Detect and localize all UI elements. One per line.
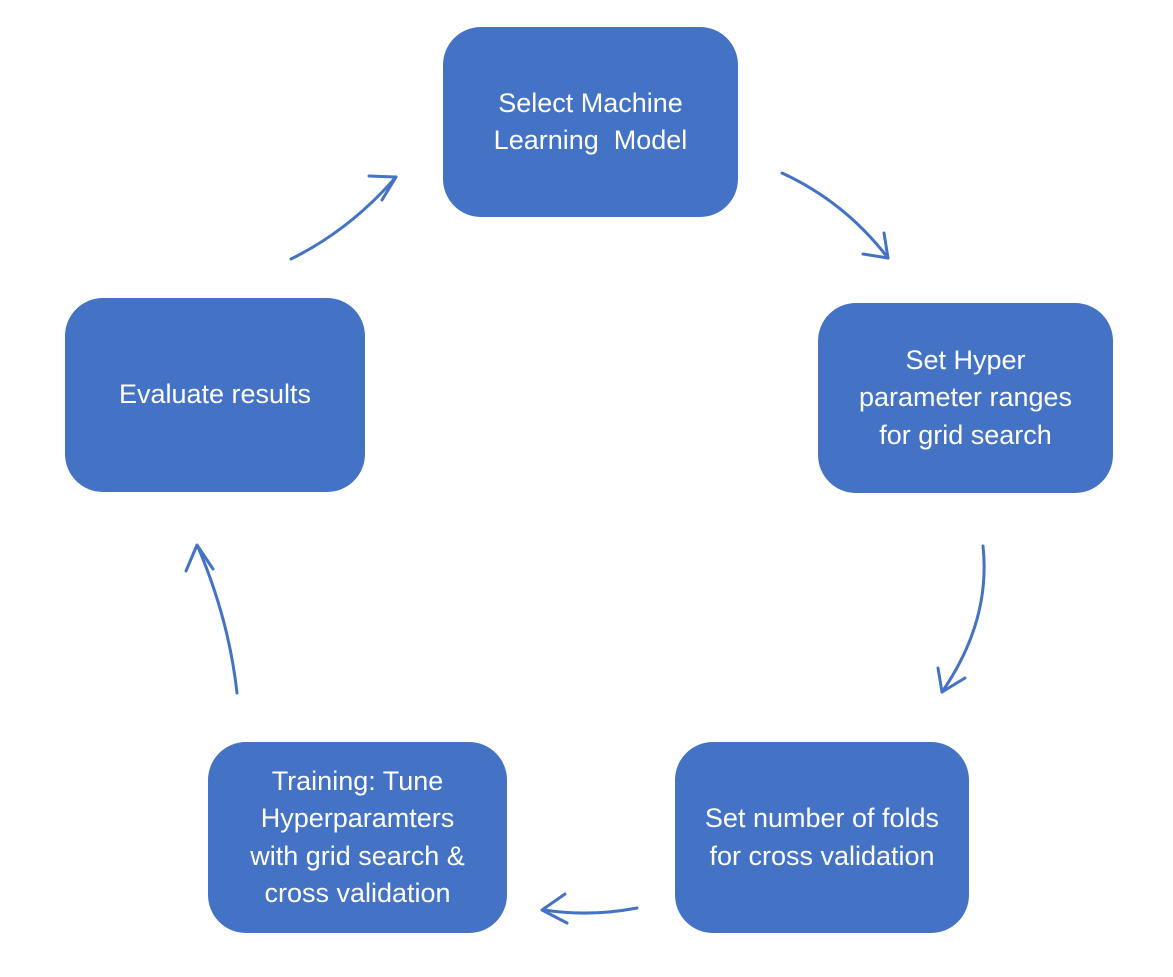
node-label: Set number of folds for cross validation [704, 803, 940, 871]
node-set-hyperparameter-ranges: Set Hyper parameter ranges for grid sear… [818, 303, 1113, 493]
arrow-training-to-evaluate [184, 543, 239, 695]
node-select-machine-learning-model: Select Machine Learning Model [443, 27, 738, 217]
node-evaluate-results: Evaluate results [65, 298, 365, 492]
arrow-evaluate-to-select-model [289, 174, 398, 261]
arrow-select-model-to-hyper-ranges [780, 171, 890, 260]
node-set-number-of-folds: Set number of folds for cross validation [675, 742, 969, 933]
node-training-tune-hyperparameters: Training: Tune Hyperparamters with grid … [208, 742, 507, 933]
arrow-hyper-ranges-to-folds [936, 544, 986, 694]
node-label: Set Hyper parameter ranges for grid sear… [858, 345, 1073, 450]
arrow-folds-to-training [540, 892, 639, 925]
node-label: Evaluate results [118, 379, 312, 410]
node-label: Select Machine Learning Model [493, 87, 688, 155]
node-label: Training: Tune Hyperparamters with grid … [250, 766, 465, 908]
